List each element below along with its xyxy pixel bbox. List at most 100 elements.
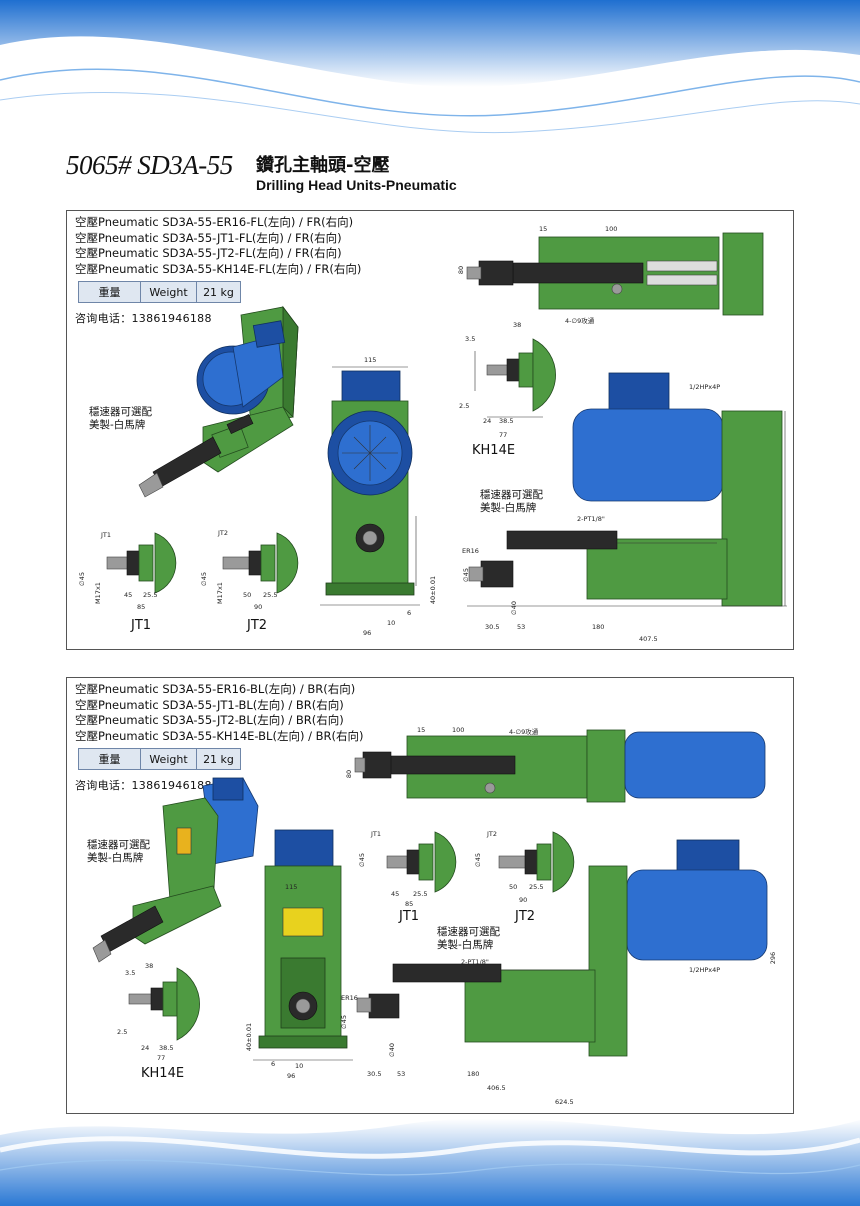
reducer-note: 穩速器可選配 美製-白馬牌	[89, 406, 152, 431]
dim-40h: 40±0.01	[429, 575, 438, 605]
reducer-note: 穩速器可選配 美製-白馬牌	[87, 839, 150, 864]
dim-3-5: 3.5	[465, 335, 476, 343]
jt2-label: JT2	[247, 618, 268, 633]
dim-407-5: 407.5	[639, 635, 658, 643]
dim-77: 77	[157, 1054, 166, 1062]
dim-100: 100	[605, 225, 618, 233]
dim-100: 100	[452, 726, 465, 734]
jt2-detail-drawing	[222, 532, 299, 594]
model-line: 空壓Pneumatic SD3A-55-JT1-BL(左向) / BR(右向)	[75, 697, 344, 712]
dim-15: 15	[417, 726, 426, 734]
dim-45-jt1: 45	[124, 591, 133, 599]
pt-label: 2-PT1/8"	[461, 958, 489, 966]
model-list: 空壓Pneumatic SD3A-55-ER16-FL(左向) / FR(右向)…	[75, 215, 361, 277]
front-view-drawing	[320, 366, 420, 606]
kh14e-detail-drawing	[128, 967, 200, 1041]
top-wave-banner	[0, 0, 860, 150]
title-chinese: 鑽孔主軸頭-空壓	[256, 155, 390, 176]
holes-label: 4-∅9攻通	[509, 728, 539, 736]
jt2-small-label: JT2	[218, 529, 229, 537]
motor-label: 1/2HPx4P	[689, 383, 721, 391]
side-elevation-drawing	[356, 839, 768, 1057]
jt1-label: JT1	[399, 909, 420, 924]
jt2-label: JT2	[515, 909, 536, 924]
dim-2-5: 2.5	[117, 1028, 128, 1036]
dim-180: 180	[467, 1070, 480, 1078]
dim-115: 115	[285, 883, 298, 891]
dim-phi45: ∅45	[339, 1015, 348, 1029]
dim-25-5-jt2: 25.5	[529, 883, 544, 891]
dim-40h: 40±0.01	[245, 1022, 254, 1052]
dim-80: 80	[345, 769, 354, 779]
dim-296: 296	[769, 951, 778, 965]
jt2-detail-drawing	[498, 831, 575, 893]
model-line: 空壓Pneumatic SD3A-55-JT2-FL(左向) / FR(右向)	[75, 246, 342, 260]
er16-label: ER16	[341, 994, 358, 1002]
dim-96: 96	[363, 629, 372, 637]
dim-phi45-jt1: ∅45	[77, 572, 86, 586]
dim-53: 53	[517, 623, 526, 631]
section-fl-fr: 空壓Pneumatic SD3A-55-ER16-FL(左向) / FR(右向)…	[66, 210, 794, 650]
kh14e-label: KH14E	[141, 1066, 185, 1081]
top-plan-drawing	[466, 232, 764, 316]
dim-phi40: ∅40	[387, 1043, 396, 1057]
dim-85: 85	[137, 603, 146, 611]
dim-50-jt2: 50	[509, 883, 518, 891]
weight-value: 21 kg	[196, 748, 241, 770]
dim-m17-jt2: M17x1	[215, 582, 224, 604]
dim-phi45-jt2: ∅45	[199, 572, 208, 586]
dim-10: 10	[295, 1062, 304, 1070]
pt-label: 2-PT1/8"	[577, 515, 605, 523]
isometric-drawing	[138, 305, 299, 498]
dim-24: 24	[141, 1044, 150, 1052]
dim-53: 53	[397, 1070, 406, 1078]
dim-phi45: ∅45	[461, 568, 470, 582]
dim-3-5: 3.5	[125, 969, 136, 977]
model-code: 5065# SD3A-55	[66, 150, 233, 180]
model-line: 空壓Pneumatic SD3A-55-ER16-BL(左向) / BR(右向)	[75, 682, 356, 696]
model-line: 空壓Pneumatic SD3A-55-ER16-FL(左向) / FR(右向)	[75, 215, 354, 229]
dim-90: 90	[254, 603, 263, 611]
holes-label: 4-∅9攻通	[565, 317, 595, 325]
jt1-detail-drawing	[106, 532, 177, 594]
jt1-small-label: JT1	[371, 830, 382, 838]
isometric-drawing	[92, 777, 259, 963]
dim-90: 90	[519, 896, 528, 904]
dim-25-5-jt1: 25.5	[413, 890, 428, 898]
model-line: 空壓Pneumatic SD3A-55-JT1-FL(左向) / FR(右向)	[75, 230, 342, 245]
dim-24: 24	[483, 417, 492, 425]
model-line: 空壓Pneumatic SD3A-55-KH14E-BL(左向) / BR(右向…	[75, 728, 364, 743]
dim-30-5: 30.5	[367, 1070, 382, 1078]
weight-value: 21 kg	[196, 281, 241, 303]
bottom-wave-banner	[0, 1118, 860, 1206]
dim-85: 85	[405, 900, 414, 908]
jt1-label: JT1	[131, 618, 152, 633]
weight-label-cn: 重量	[78, 281, 141, 303]
kh14e-detail-drawing	[474, 338, 556, 418]
front-view-drawing	[253, 829, 353, 1061]
reducer-note-2: 穩速器可選配 美製-白馬牌	[480, 489, 543, 514]
dim-15: 15	[539, 225, 548, 233]
weight-label-cn: 重量	[78, 748, 141, 770]
dim-115: 115	[364, 356, 377, 364]
section-bl-br: 空壓Pneumatic SD3A-55-ER16-BL(左向) / BR(右向)…	[66, 677, 794, 1114]
model-line: 空壓Pneumatic SD3A-55-JT2-BL(左向) / BR(右向)	[75, 713, 344, 727]
title-english: Drilling Head Units-Pneumatic	[256, 177, 457, 193]
dim-77: 77	[499, 431, 508, 439]
motor-label: 1/2HPx4P	[689, 966, 721, 974]
jt1-detail-drawing	[386, 831, 457, 893]
kh14e-label: KH14E	[472, 443, 516, 458]
page-header: 5065# SD3A-55 鑽孔主軸頭-空壓 Drilling Head Uni…	[66, 148, 826, 196]
side-elevation-drawing	[467, 372, 787, 607]
dim-25-5-jt2: 25.5	[263, 591, 278, 599]
top-plan-drawing	[354, 729, 766, 803]
dim-180: 180	[592, 623, 605, 631]
dim-45-jt1: 45	[391, 890, 400, 898]
dim-96: 96	[287, 1072, 296, 1080]
dim-406-5: 406.5	[487, 1084, 506, 1092]
dim-38: 38	[145, 962, 154, 970]
dim-80: 80	[457, 265, 466, 275]
dim-38: 38	[513, 321, 522, 329]
phone-number: 咨询电话：13861946188	[75, 312, 212, 325]
phone-number: 咨询电话：13861946188	[75, 779, 212, 792]
